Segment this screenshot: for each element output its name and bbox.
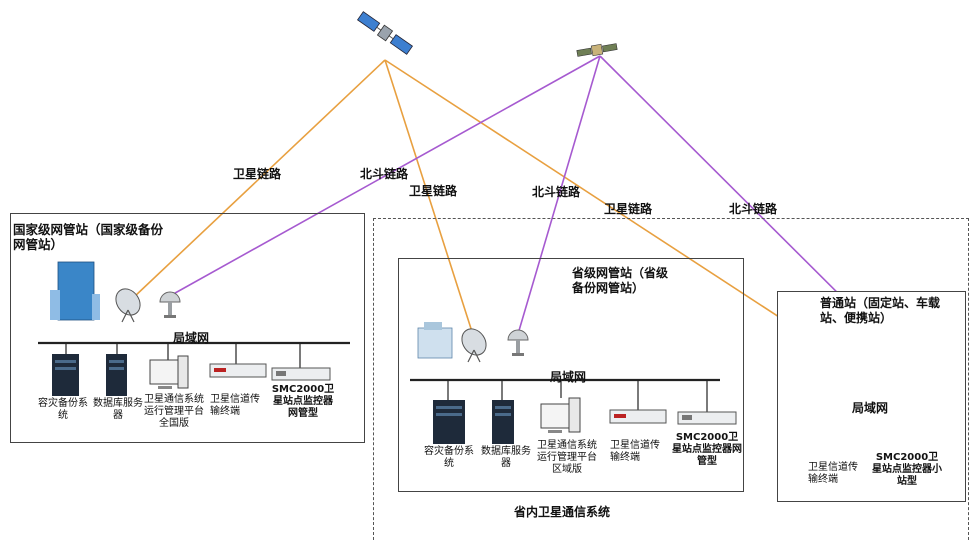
dish-antenna-icon <box>461 328 487 363</box>
bd-link-province <box>517 55 601 335</box>
province-dr-label: 容灾备份系统 <box>424 446 474 469</box>
ordinary-lan-label: 局域网 <box>852 401 889 416</box>
province-system-boundary <box>373 218 969 540</box>
national-station-box <box>10 213 365 443</box>
province-lan-label: 局域网 <box>550 370 587 384</box>
national-terminal-label: 卫星信道传输终端 <box>210 394 260 417</box>
server-icon <box>52 354 79 396</box>
server-icon <box>492 400 514 444</box>
ordinary-terminal-label: 卫星信道传输终端 <box>808 462 858 485</box>
beidou-antenna-icon <box>507 329 529 356</box>
province-platform-label: 卫星通信系统运行管理平台区域版 <box>537 440 597 475</box>
monitor-unit-icon <box>271 367 331 381</box>
beidou-antenna-icon <box>159 291 181 318</box>
computer-icon <box>540 397 581 433</box>
server-icon <box>106 354 127 396</box>
building-icon <box>417 322 453 359</box>
computer-icon <box>149 355 189 389</box>
bd-link-label-3: 北斗链路 <box>729 202 778 216</box>
national-platform-label: 卫星通信系统运行管理平台全国版 <box>144 394 204 429</box>
province-station-box <box>398 258 744 492</box>
province-db-label: 数据库服务器 <box>481 446 531 469</box>
ordinary-monitor-label: SMC2000卫星站点监控器小站型 <box>872 452 942 487</box>
national-monitor-label: SMC2000卫星站点监控器网管型 <box>271 384 335 419</box>
ordinary-station-title: 普通站（固定站、车载站、便携站） <box>820 296 941 325</box>
dish-antenna-icon <box>115 288 141 323</box>
bd-link-label-1: 北斗链路 <box>360 167 409 181</box>
province-terminal-label: 卫星信道传输终端 <box>610 440 660 463</box>
province-station-title: 省级网管站（省级备份网管站） <box>572 266 669 295</box>
sat-link-label-2: 卫星链路 <box>409 184 458 198</box>
bd-link-national <box>167 55 601 298</box>
national-dr-label: 容灾备份系统 <box>38 398 88 421</box>
province-monitor-label: SMC2000卫星站点监控器网管型 <box>672 432 742 467</box>
sat-link-label-3: 卫星链路 <box>604 202 653 216</box>
beidou-satellite-icon <box>576 43 618 57</box>
terminal-unit-icon <box>609 409 667 424</box>
lan-drops-national <box>65 343 301 368</box>
monitor-unit-icon <box>677 411 737 425</box>
national-station-title: 国家级网管站（国家级备份网管站） <box>13 222 164 252</box>
province-system-label: 省内卫星通信系统 <box>514 505 611 519</box>
satellite-icon <box>357 11 413 55</box>
server-icon <box>433 400 465 444</box>
sat-link-province <box>384 59 475 339</box>
ordinary-station-box <box>777 291 966 502</box>
bd-link-label-2: 北斗链路 <box>532 185 581 199</box>
lan-drops-province <box>447 380 708 412</box>
national-db-label: 数据库服务器 <box>93 398 143 421</box>
sat-link-national <box>133 59 386 298</box>
national-lan-label: 局域网 <box>173 331 210 345</box>
sat-link-label-1: 卫星链路 <box>233 167 282 181</box>
terminal-unit-icon <box>209 363 267 378</box>
building-icon <box>50 261 100 321</box>
